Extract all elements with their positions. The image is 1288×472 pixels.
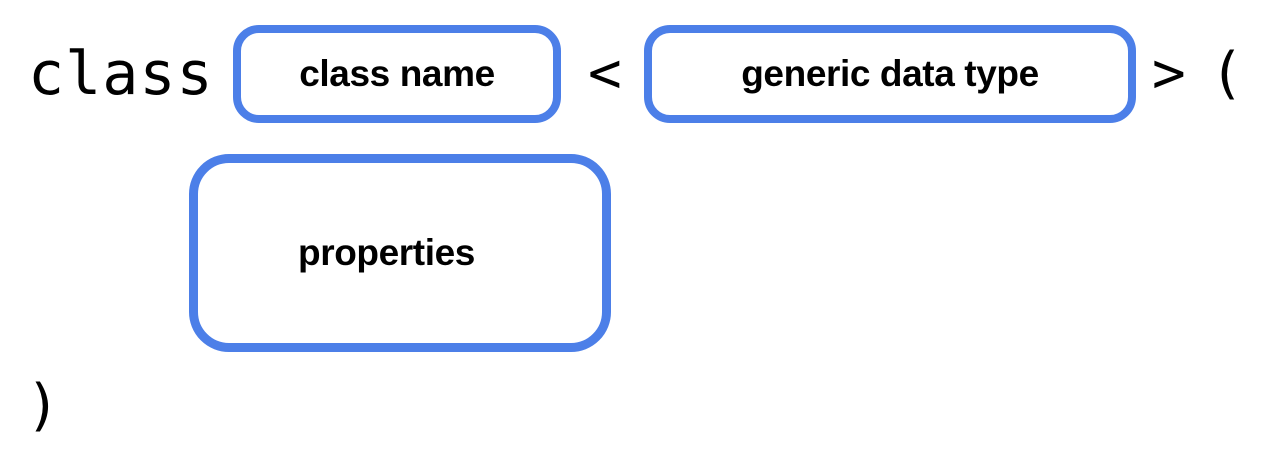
- angle-bracket-close-token: >: [1152, 41, 1186, 106]
- slot-properties-label: properties: [298, 232, 475, 273]
- slot-class-name-label: class name: [299, 53, 495, 94]
- paren-open-token: (: [1210, 41, 1244, 106]
- keyword-class-token: class: [28, 39, 214, 109]
- paren-close-token: ): [26, 373, 60, 438]
- slot-generic-data-type-label: generic data type: [741, 53, 1039, 94]
- slot-properties[interactable]: properties: [189, 154, 611, 352]
- slot-generic-data-type[interactable]: generic data type: [644, 25, 1136, 123]
- slot-class-name[interactable]: class name: [233, 25, 561, 123]
- angle-bracket-open-token: <: [588, 41, 622, 106]
